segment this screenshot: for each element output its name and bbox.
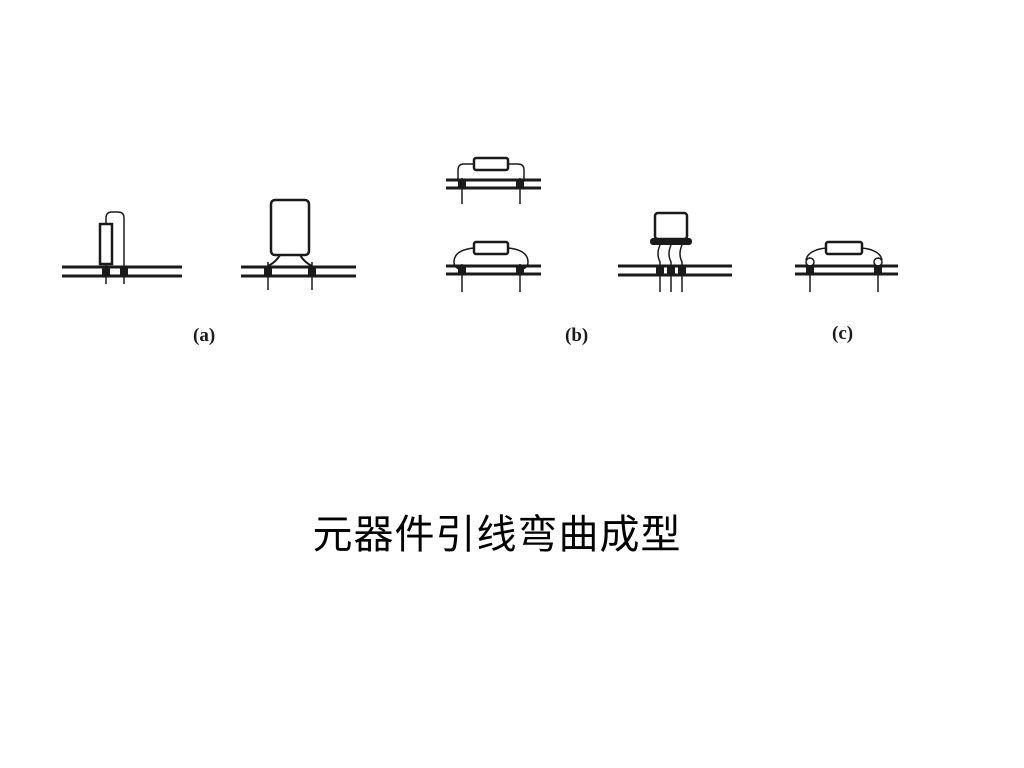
diagram-a-vertical-resistor: [62, 211, 182, 284]
diagram-b-horizontal-resistor-bottom: [446, 240, 541, 292]
figure-label-c: (c): [832, 323, 853, 344]
diagram-a-capacitor: [241, 198, 356, 290]
diagram-b-transistor: [618, 211, 732, 292]
lead-bending-figure: (a): [62, 156, 898, 346]
diagram-b-horizontal-resistor-top: [446, 156, 541, 204]
figure-label-b: (b): [565, 325, 588, 346]
figure-label-a: (a): [193, 325, 215, 346]
slide-caption: 元器件引线弯曲成型: [0, 502, 1024, 560]
figure-canvas: (a): [62, 156, 898, 346]
caption-text: 元器件引线弯曲成型: [312, 512, 682, 558]
diagram-c-resistor-with-loops: [795, 240, 898, 292]
